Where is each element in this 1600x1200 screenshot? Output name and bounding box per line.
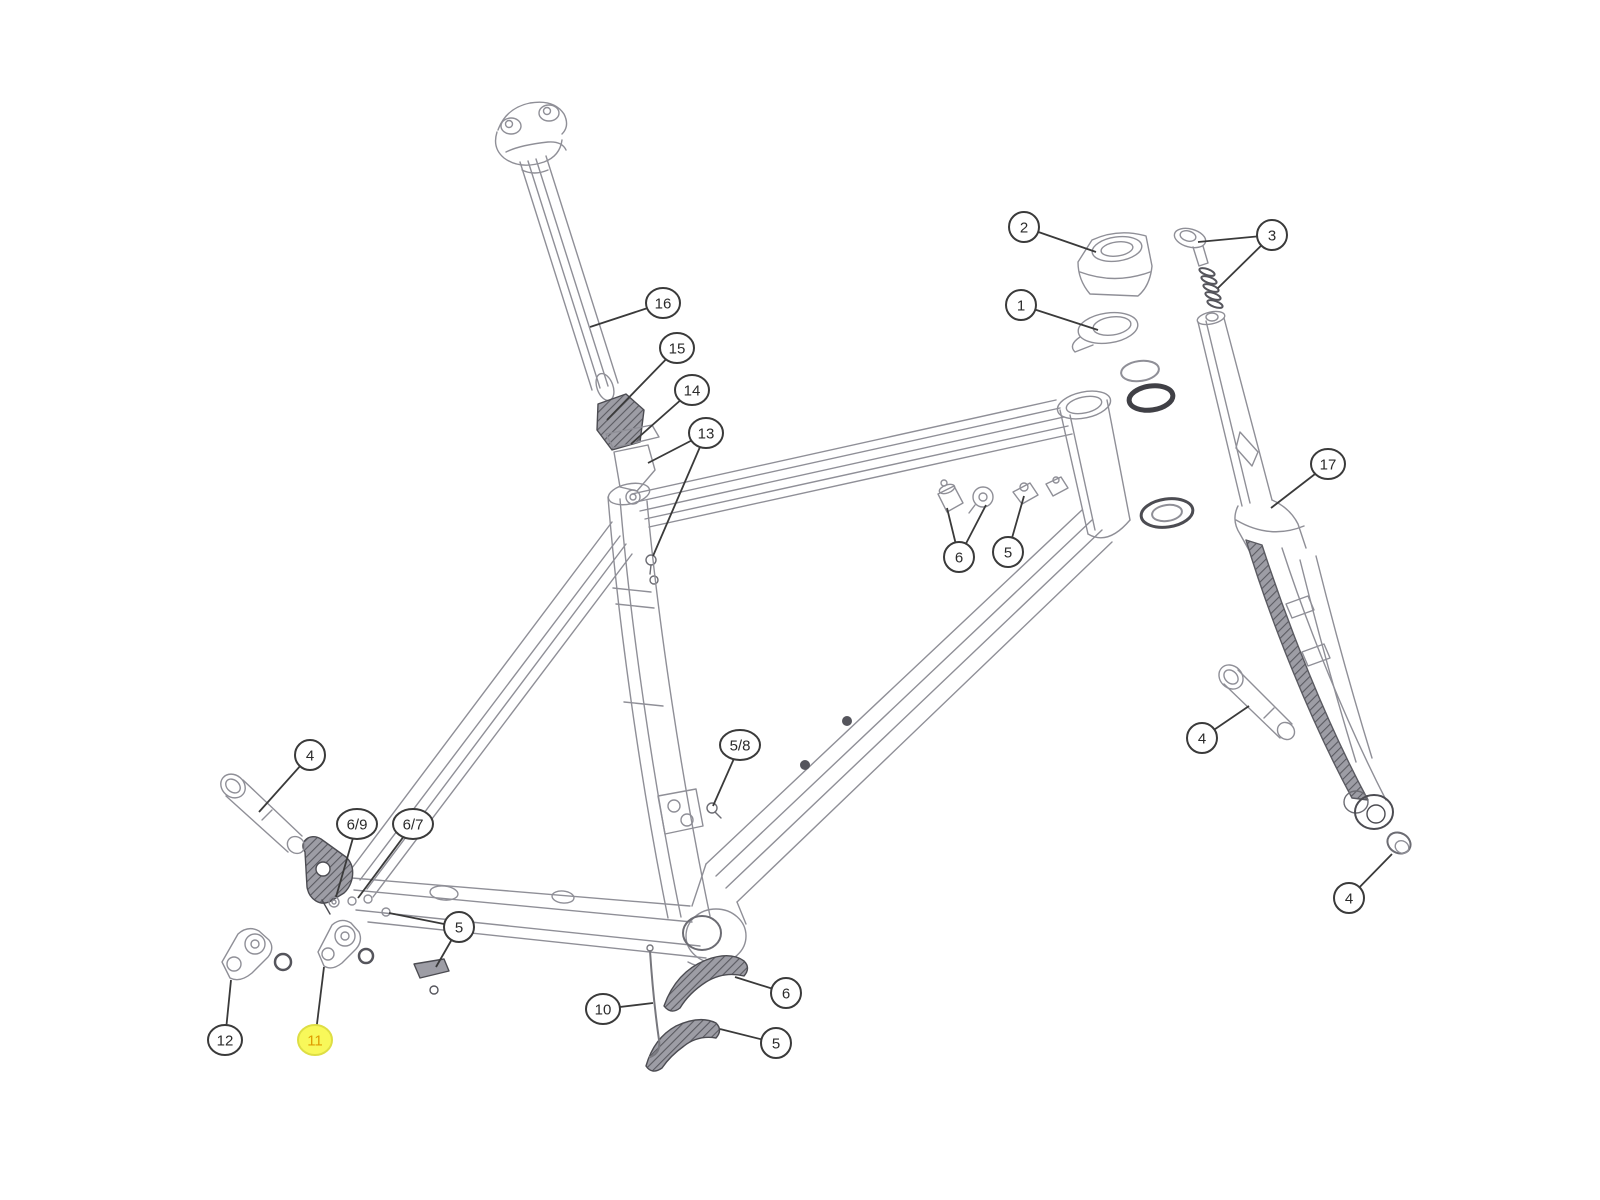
callout-6-bottom[interactable]: 6	[734, 976, 802, 1009]
chainstay-plate-drawing	[413, 958, 450, 995]
callout-label-1: 1	[1017, 297, 1025, 314]
callout-1[interactable]: 1	[1005, 289, 1099, 331]
callout-circle-6-top	[943, 541, 975, 573]
callout-label-5-mid: 5	[455, 919, 463, 936]
callout-circle-5-mid	[443, 911, 475, 943]
callout-circle-15	[659, 332, 695, 364]
callout-label-14: 14	[684, 382, 701, 399]
callout-14[interactable]: 14	[630, 374, 710, 445]
callout-label-6-top: 6	[955, 549, 963, 566]
rear-axle-drawing	[220, 773, 306, 855]
callout-label-16: 16	[655, 295, 672, 312]
callout-circle-13	[688, 417, 724, 449]
callout-label-4-rear-axle: 4	[306, 747, 314, 764]
callout-17[interactable]: 17	[1270, 448, 1346, 509]
callout-circle-4-axle-nut	[1333, 882, 1365, 914]
axle-nut-drawing	[1386, 831, 1412, 855]
callout-label-4-axle-nut: 4	[1345, 890, 1353, 907]
cable-guide-clips-drawing	[937, 476, 1069, 514]
callout-circle-5-bottom	[760, 1027, 792, 1059]
callout-circle-14	[674, 374, 710, 406]
callout-5-8[interactable]: 5/8	[712, 729, 761, 807]
bike-frame-line-art	[220, 101, 1412, 1072]
callout-circle-6-7	[392, 808, 434, 840]
callout-circle-3	[1256, 219, 1288, 251]
callout-label-3: 3	[1268, 227, 1276, 244]
callout-6-9[interactable]: 6/9	[335, 808, 378, 898]
callout-circle-1	[1005, 289, 1037, 321]
callout-circle-4-rear-axle	[294, 739, 326, 771]
callout-label-5-8: 5/8	[730, 737, 751, 754]
callout-label-6-bottom: 6	[782, 985, 790, 1002]
callout-circle-2	[1008, 211, 1040, 243]
callout-5-top[interactable]: 5	[992, 495, 1025, 568]
callout-label-15: 15	[669, 340, 686, 357]
callout-label-4-fork-axle: 4	[1198, 730, 1206, 747]
hanger-parts-drawing	[221, 894, 391, 981]
callout-10[interactable]: 10	[585, 993, 654, 1025]
callout-label-5-bottom: 5	[772, 1035, 780, 1052]
callout-circle-5-8	[719, 729, 761, 761]
fd-mount-drawing	[657, 788, 722, 835]
callout-circle-10	[585, 993, 621, 1025]
callout-circle-11	[297, 1024, 333, 1056]
callout-label-10: 10	[595, 1001, 612, 1018]
callout-15[interactable]: 15	[606, 332, 695, 421]
callout-6-top[interactable]: 6	[943, 504, 987, 573]
callout-label-5-top: 5	[1004, 544, 1012, 561]
callout-4-rear-axle[interactable]: 4	[258, 739, 326, 813]
frame-drawing	[302, 390, 1131, 968]
callout-label-17: 17	[1320, 456, 1337, 473]
callout-6-7[interactable]: 6/7	[357, 808, 434, 899]
callout-label-6-9: 6/9	[347, 816, 368, 833]
callout-circle-6-9	[336, 808, 378, 840]
callout-5-bottom[interactable]: 5	[719, 1027, 792, 1059]
callout-16[interactable]: 16	[589, 287, 681, 328]
bb-guards-drawing	[645, 944, 749, 1072]
leader-line-13	[652, 432, 707, 557]
callout-label-2: 2	[1020, 219, 1028, 236]
callout-circle-12	[207, 1024, 243, 1056]
callout-2[interactable]: 2	[1008, 211, 1097, 253]
callout-circle-6-bottom	[770, 977, 802, 1009]
callout-4-axle-nut[interactable]: 4	[1333, 853, 1393, 914]
callout-3[interactable]: 3	[1197, 219, 1288, 289]
seatpost-drawing	[494, 101, 619, 402]
callout-label-6-7: 6/7	[403, 816, 424, 833]
callout-11[interactable]: 11	[297, 966, 333, 1056]
fork-drawing	[1196, 310, 1394, 830]
callout-label-12: 12	[217, 1032, 234, 1049]
callout-circle-4-fork-axle	[1186, 722, 1218, 754]
callout-circle-16	[645, 287, 681, 319]
callout-label-13: 13	[698, 425, 715, 442]
seat-clamp-parts-drawing	[596, 393, 660, 585]
callout-circle-5-top	[992, 536, 1024, 568]
callout-13[interactable]: 13	[647, 417, 724, 557]
callout-label-11: 11	[307, 1032, 323, 1049]
callout-12[interactable]: 12	[207, 979, 243, 1056]
fork-axle-drawing	[1218, 664, 1296, 741]
callout-5-mid[interactable]: 5	[388, 911, 475, 968]
callout-circle-17	[1310, 448, 1346, 480]
callout-4-fork-axle[interactable]: 4	[1186, 705, 1250, 754]
headset-parts-drawing	[1071, 232, 1195, 529]
